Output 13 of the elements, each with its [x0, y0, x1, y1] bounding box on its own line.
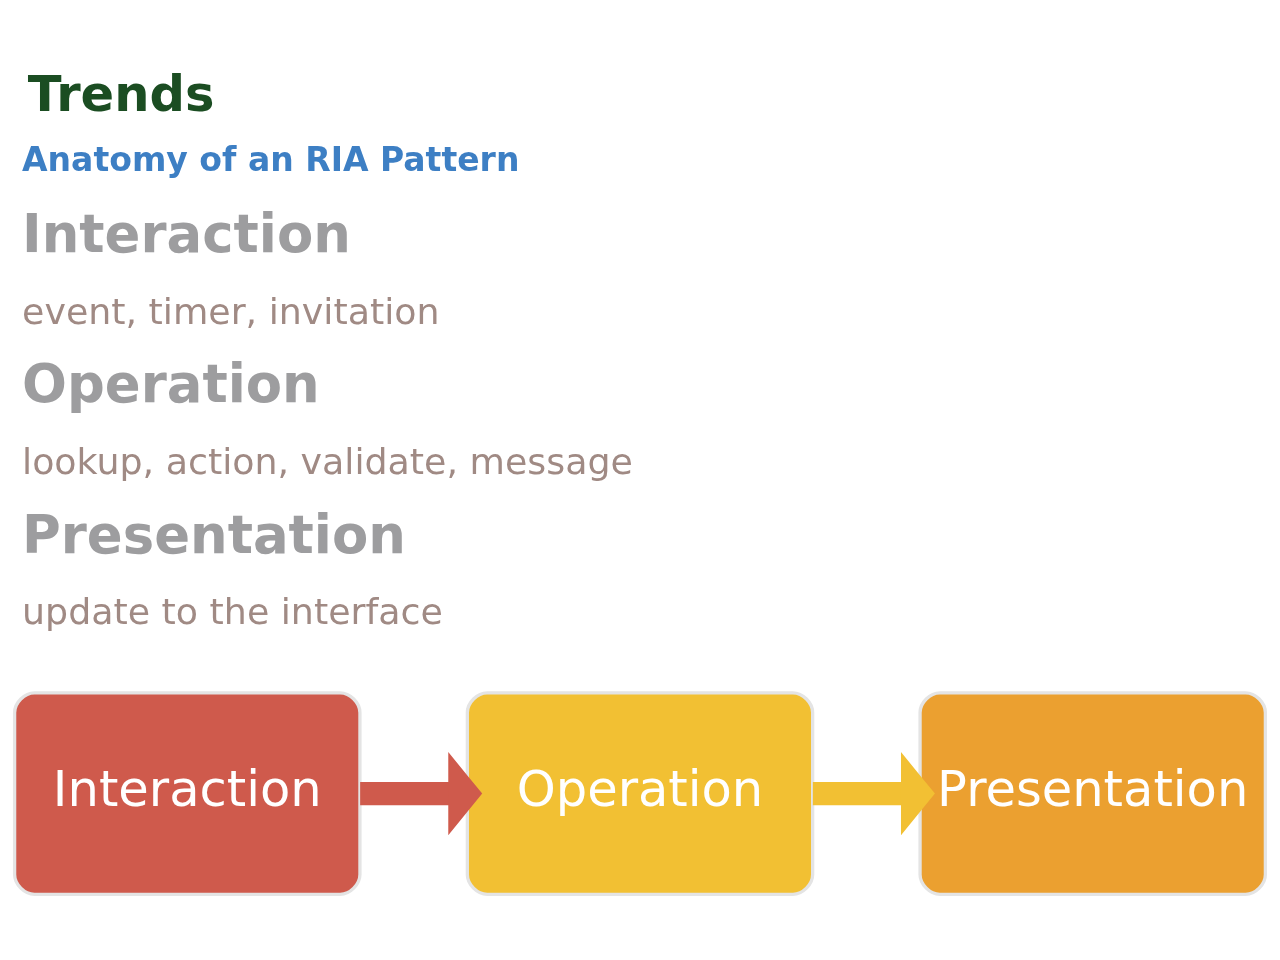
node-box: Operation	[465, 690, 815, 896]
arrow	[812, 751, 935, 835]
label: Anatomy of an RIA Pattern	[22, 139, 520, 179]
node-box: Interaction	[12, 690, 362, 896]
label: Interaction	[22, 202, 351, 264]
arrow	[360, 751, 483, 835]
label: update to the interface	[22, 589, 443, 633]
label: Operation	[22, 352, 320, 414]
label: Presentation	[22, 503, 406, 565]
label: event, timer, invitation	[22, 289, 440, 333]
label: lookup, action, validate, message	[22, 439, 633, 483]
node-box: Presentation	[918, 690, 1268, 896]
diagram-title: Trends	[27, 64, 215, 123]
